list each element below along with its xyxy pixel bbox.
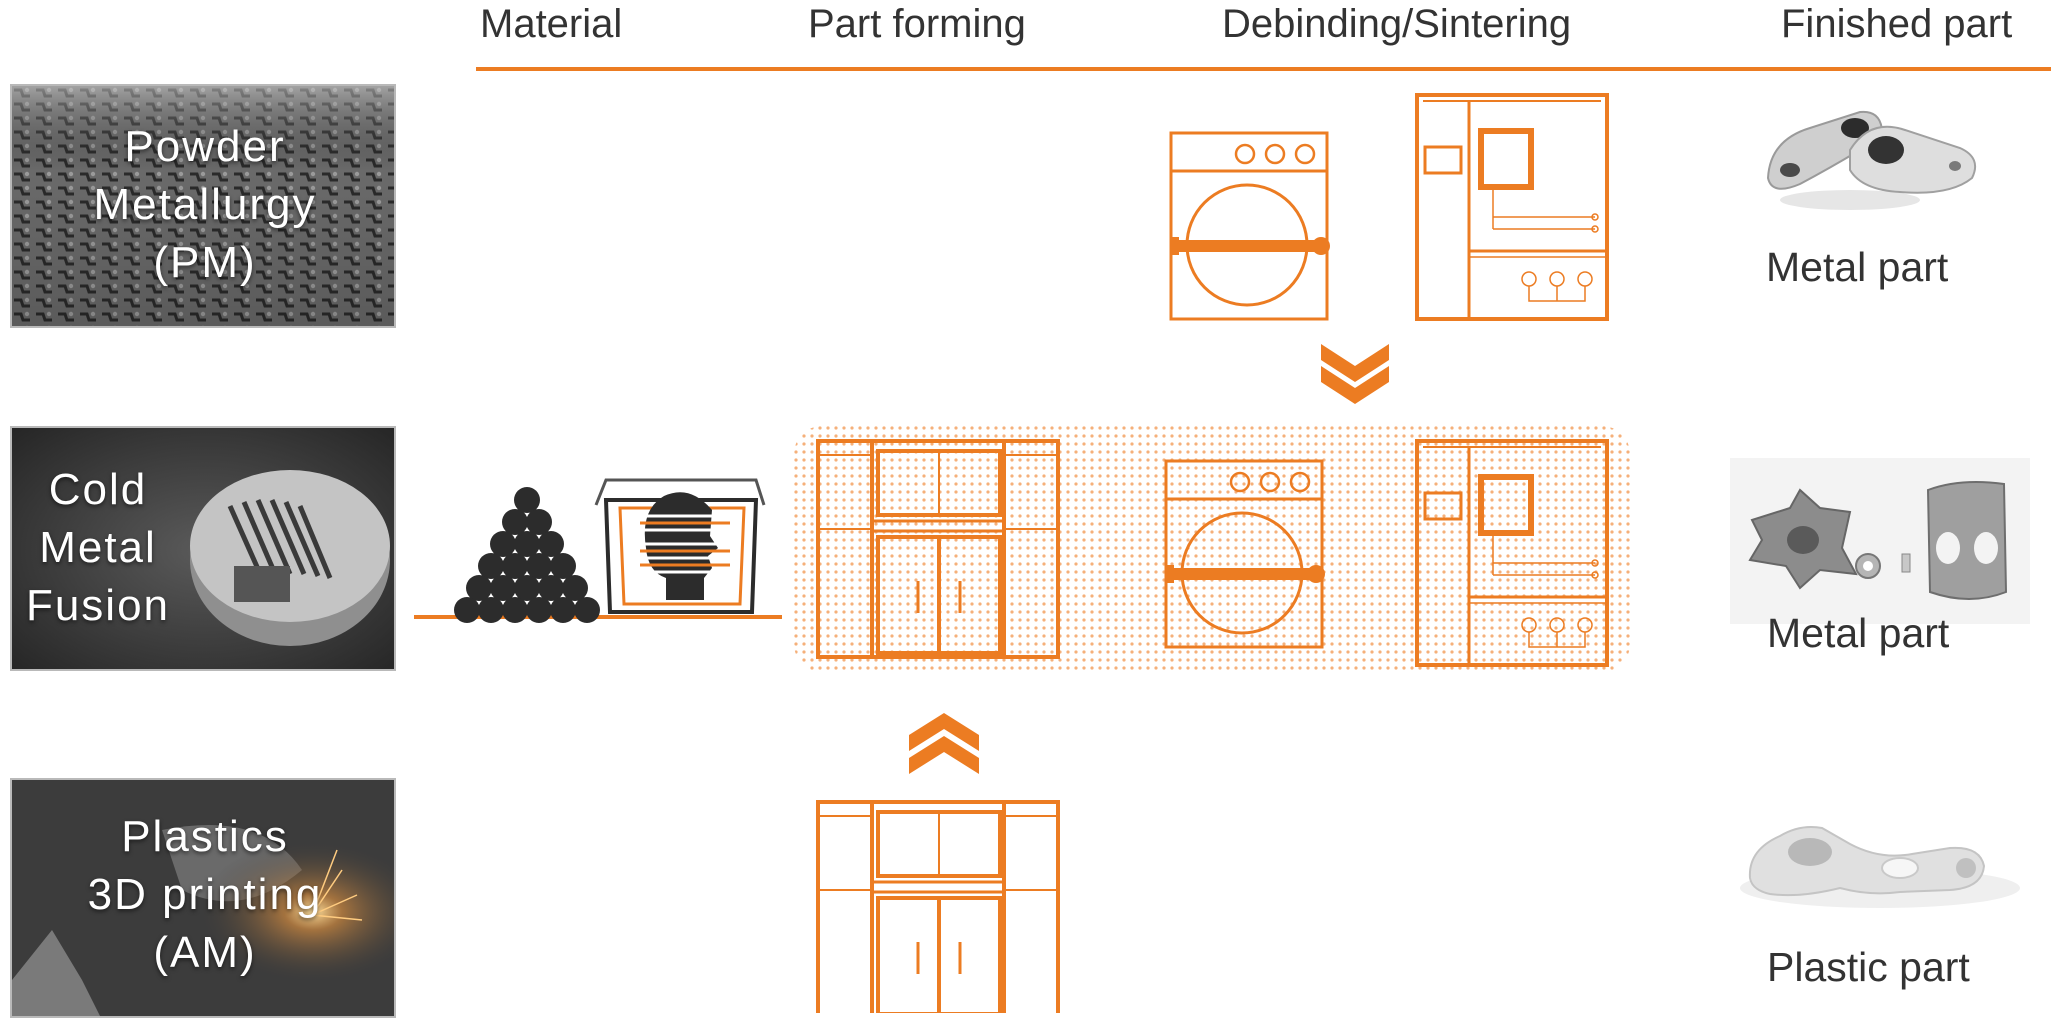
header-debinding-sintering: Debinding/Sintering <box>1222 2 1572 46</box>
header-part-forming: Part forming <box>808 2 1026 46</box>
3d-printer-machine-icon <box>816 800 1060 1013</box>
double-chevron-down-icon <box>1321 344 1389 404</box>
3d-printing-head-icon <box>594 478 766 614</box>
header-finished-part: Finished part <box>1781 2 2013 46</box>
plastic-part-image-am <box>1740 826 2020 908</box>
debinding-washer-icon <box>1169 131 1332 321</box>
cold-metal-fusion-photo <box>12 428 394 669</box>
powder-metallurgy-photo <box>12 86 394 326</box>
powder-pile-icon <box>454 487 600 623</box>
row-label-cold-metal-fusion: Cold Metal Fusion <box>25 465 171 630</box>
sintering-furnace-icon <box>1417 95 1607 319</box>
header-material: Material <box>480 2 623 46</box>
finished-label-am: Plastic part <box>1767 944 1970 990</box>
finished-label-pm: Metal part <box>1766 244 1949 290</box>
metal-part-image-cmf <box>1730 458 2030 624</box>
row-label-plastics-3d-printing: Plastics 3D printing (AM) <box>87 812 323 977</box>
row-photo-powder-metallurgy <box>10 84 396 328</box>
row-label-powder-metallurgy: Powder Metallurgy (PM) <box>93 122 317 287</box>
double-chevron-up-icon <box>909 713 979 774</box>
row-photo-cold-metal-fusion <box>10 426 396 671</box>
finished-label-cmf: Metal part <box>1767 610 1950 656</box>
row-photo-plastics-3d-printing <box>10 778 396 1018</box>
metal-part-image-pm <box>1766 110 1976 210</box>
plastics-3d-printing-photo <box>12 780 394 1016</box>
